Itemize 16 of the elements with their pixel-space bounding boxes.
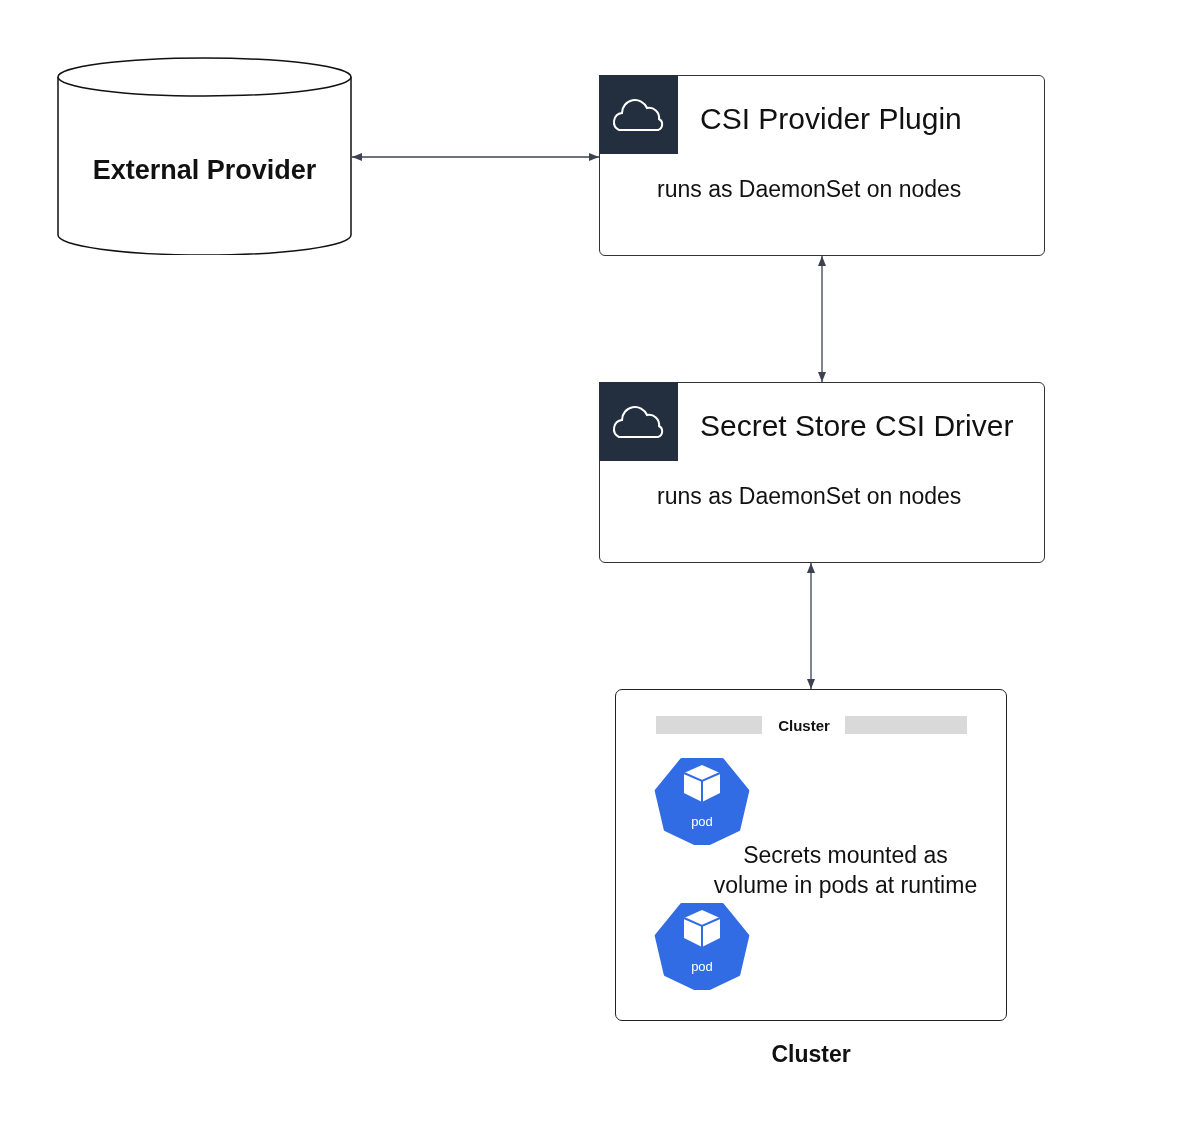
service-box (599, 75, 1045, 256)
cluster-box (615, 689, 1007, 1021)
cluster-caption: Cluster (770, 1041, 852, 1068)
pod-label: pod (690, 814, 714, 829)
cluster-description: Secrets mounted as volume in pods at runtime (712, 841, 979, 900)
node-description: runs as DaemonSet on nodes (657, 483, 962, 510)
node-description: runs as DaemonSet on nodes (657, 176, 962, 203)
service-box (599, 382, 1045, 563)
arrow (817, 255, 827, 383)
node-title: External Provider (91, 155, 318, 186)
arrow (806, 562, 816, 690)
arrow (351, 152, 600, 162)
node-title: Secret Store CSI Driver (700, 409, 1014, 443)
node-title: CSI Provider Plugin (700, 102, 962, 136)
cluster-header: Cluster (777, 717, 831, 734)
pod-label: pod (690, 959, 714, 974)
